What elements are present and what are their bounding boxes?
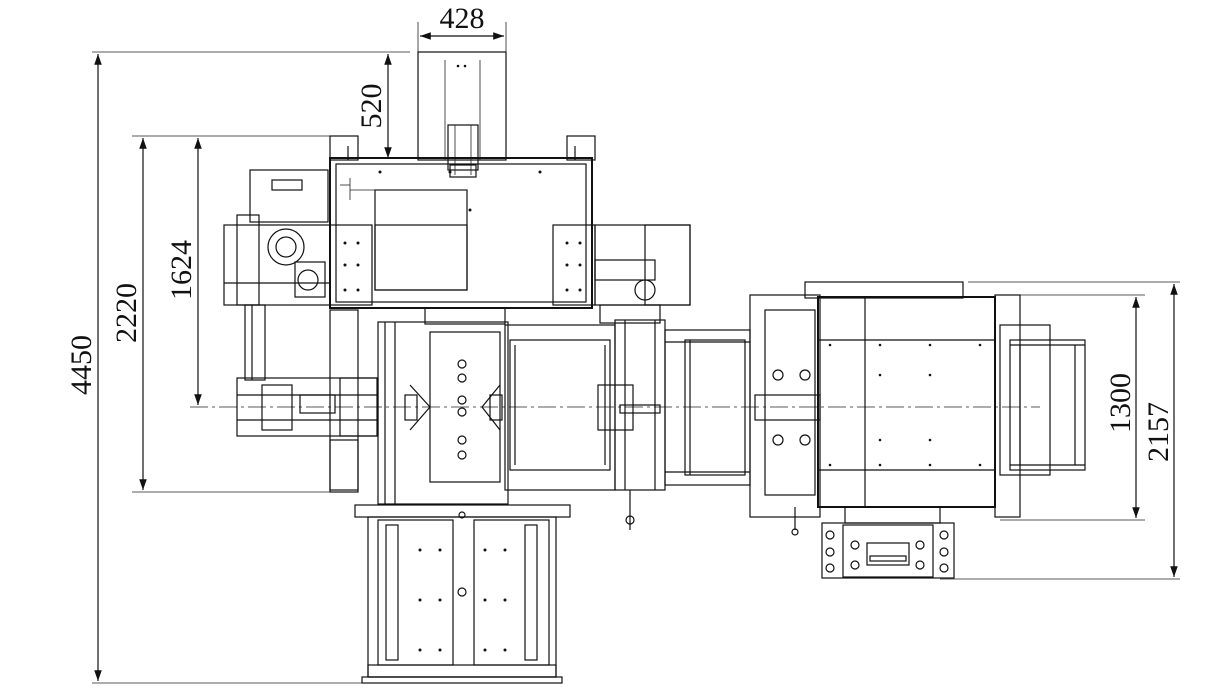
upper-frame xyxy=(223,135,691,324)
dim-520-label: 520 xyxy=(355,84,388,129)
central-unit xyxy=(377,307,666,530)
dim-1624-label: 1624 xyxy=(165,240,198,300)
dim-428-label: 428 xyxy=(440,2,485,35)
control-panel xyxy=(791,506,955,579)
lower-stand xyxy=(354,504,571,684)
conveyor xyxy=(664,329,821,486)
top-column xyxy=(417,51,507,178)
dim-1300-label: 1300 xyxy=(1104,373,1137,433)
right-machine xyxy=(749,281,1086,518)
left-arm xyxy=(236,304,379,493)
dim-4450-label: 4450 xyxy=(65,335,98,395)
dimension-lines xyxy=(92,22,1180,684)
dim-2157-label: 2157 xyxy=(1142,402,1175,462)
dim-2220-label: 2220 xyxy=(110,283,143,343)
